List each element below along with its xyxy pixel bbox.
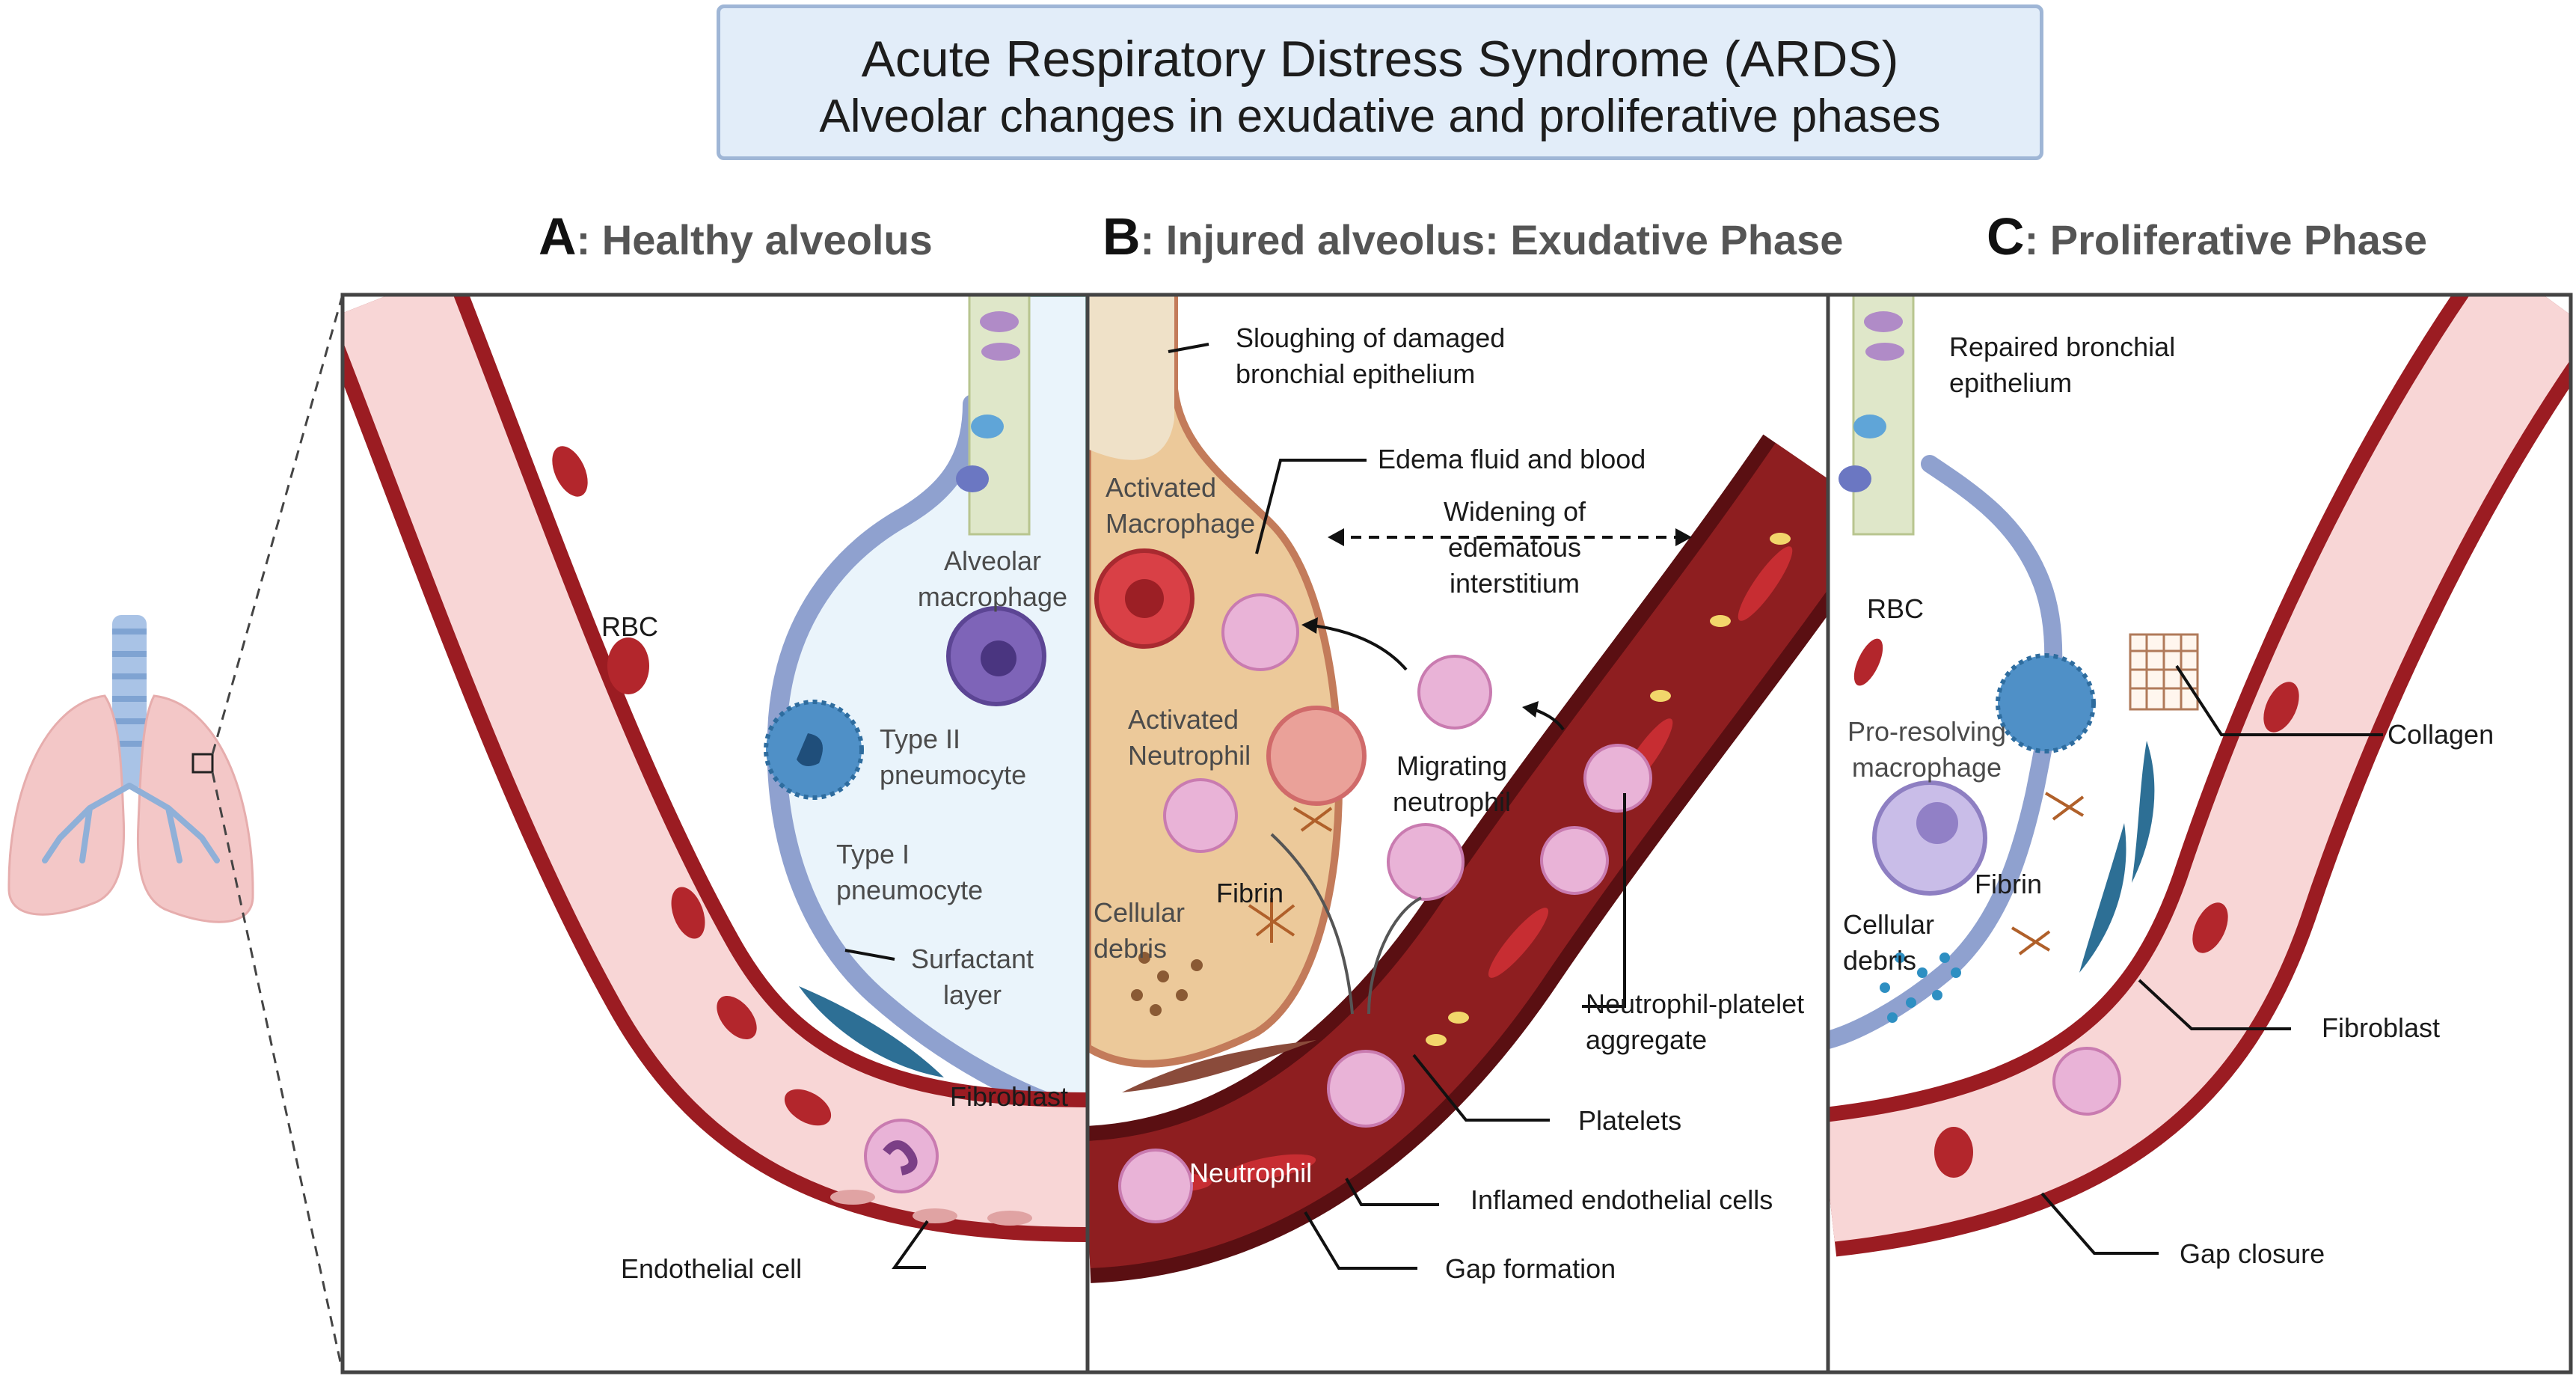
cellular-debris-c: [1880, 953, 1961, 1023]
label-widening-line2: edematous: [1447, 532, 1582, 563]
label-cellular-debris-c-line1: Cellular: [1843, 909, 1935, 940]
neutrophil-cell-a: [864, 1119, 939, 1193]
panel-frame: [340, 293, 2573, 1375]
label-sloughing-line1: Sloughing of damaged: [1236, 322, 1506, 353]
panel-c-heading: : Proliferative Phase: [2024, 216, 2428, 263]
label-alveolar-macrophage: Alveolar macrophage: [907, 543, 1079, 615]
label-migrating-line1: Migrating: [1396, 750, 1508, 781]
fibroblast-cell-a: [799, 986, 944, 1077]
label-pro-resolving-line1: Pro-resolving: [1847, 716, 2007, 747]
label-rbc-a: RBC: [601, 611, 659, 642]
leader-lines: [844, 343, 2383, 1270]
label-endothelial: Endothelial cell: [621, 1253, 803, 1284]
label-type2-line1: Type II: [880, 724, 961, 754]
label-rbc-c: RBC: [1867, 593, 1925, 624]
label-fibrin-c: Fibrin: [1975, 869, 2043, 899]
title-line-1: Acute Respiratory Distress Syndrome (ARD…: [861, 31, 1899, 88]
panel-a-title: A: Healthy alveolus: [539, 207, 933, 266]
zoom-line-top: [211, 294, 344, 755]
bronchial-epithelium-a: [956, 295, 1031, 536]
cellular-debris-b: [1131, 952, 1203, 1016]
label-act-macrophage-line2: Macrophage: [1105, 508, 1256, 539]
label-gap-formation: Gap formation: [1445, 1253, 1616, 1284]
type2-cell-c: [1996, 653, 2096, 753]
label-act-macrophage-line1: Activated: [1105, 472, 1217, 503]
panel-c-letter: C: [1987, 207, 2025, 266]
label-fibrin-b: Fibrin: [1216, 878, 1284, 908]
label-widening-line1: Widening of: [1443, 496, 1586, 527]
fibroblast-cells-c: [2079, 741, 2155, 973]
label-alveolar-macrophage-line1: Alveolar: [943, 545, 1042, 576]
label-surfactant: Surfactant layer: [898, 941, 1047, 1013]
zoom-line-bottom: [211, 771, 344, 1373]
label-np-aggregate-line1: Neutrophil-platelet: [1586, 988, 1805, 1019]
panel-a-art: [343, 295, 1088, 1242]
label-pro-resolving: Pro-resolving macrophage: [1837, 714, 2017, 786]
label-type1-line1: Type I: [836, 839, 910, 869]
rbc-cells-a: [552, 446, 832, 1126]
label-migrating: Migrating neutrophil: [1373, 748, 1530, 820]
label-cellular-debris-c-line2: debris: [1843, 945, 1917, 976]
label-cellular-debris-c: Cellular debris: [1843, 907, 1934, 979]
bronchial-epithelium-c: [1839, 295, 1915, 536]
label-gap-closure: Gap closure: [2180, 1238, 2325, 1269]
panel-b-letter: B: [1103, 207, 1141, 266]
label-act-neutrophil-line2: Neutrophil: [1128, 740, 1251, 771]
label-pro-resolving-line2: macrophage: [1851, 752, 2002, 783]
activated-neutrophil-cell: [1266, 706, 1367, 806]
fibrin-b: [1248, 807, 1333, 943]
label-surfactant-line1: Surfactant: [910, 944, 1034, 974]
label-sloughing: Sloughing of damaged bronchial epitheliu…: [1236, 320, 1505, 392]
panel-b-heading: : Injured alveolus: Exudative Phase: [1140, 216, 1844, 263]
migrating-neutrophil-cell: [1387, 823, 1465, 901]
label-sloughing-line2: bronchial epithelium: [1236, 358, 1476, 389]
label-np-aggregate-line2: aggregate: [1586, 1024, 1708, 1055]
panel-b-art: [1088, 295, 1828, 1283]
label-type2: Type II pneumocyte: [880, 721, 1026, 793]
label-fibroblast-a: Fibroblast: [950, 1081, 1069, 1112]
label-widening-line3: interstitium: [1449, 568, 1580, 599]
panel-a-heading: : Healthy alveolus: [576, 216, 933, 263]
label-cellular-debris-b-line1: Cellular: [1094, 897, 1186, 928]
label-alveolar-macrophage-line2: macrophage: [917, 581, 1068, 612]
label-platelets: Platelets: [1578, 1105, 1682, 1136]
panel-a-letter: A: [539, 207, 577, 266]
lungs-icon: [7, 615, 254, 923]
panel-c-title: C: Proliferative Phase: [1987, 207, 2427, 266]
label-collagen: Collagen: [2388, 719, 2494, 750]
label-repaired-line1: Repaired bronchial: [1949, 331, 2176, 362]
label-neutrophil-b: Neutrophil: [1189, 1158, 1313, 1188]
label-widening: Widening of edematous interstitium: [1406, 494, 1623, 602]
collagen-c: [2129, 633, 2199, 711]
label-surfactant-line2: layer: [942, 979, 1002, 1010]
label-type2-line2: pneumocyte: [880, 759, 1027, 790]
panel-c-art: [1828, 295, 2571, 1257]
label-cellular-debris-b-line2: debris: [1094, 933, 1168, 964]
label-migrating-line2: neutrophil: [1392, 786, 1512, 817]
label-act-neutrophil-line1: Activated: [1128, 704, 1239, 735]
panel-b-title: B: Injured alveolus: Exudative Phase: [1103, 207, 1843, 266]
title-line-2: Alveolar changes in exudative and prolif…: [819, 91, 1941, 142]
label-cellular-debris-b: Cellular debris: [1094, 895, 1185, 967]
label-repaired-line2: epithelium: [1949, 367, 2073, 398]
label-act-macrophage: Activated Macrophage: [1105, 470, 1255, 542]
label-act-neutrophil: Activated Neutrophil: [1128, 702, 1251, 774]
title-box: Acute Respiratory Distress Syndrome (ARD…: [717, 4, 2043, 160]
label-type1-line2: pneumocyte: [836, 875, 984, 905]
label-inflamed: Inflamed endothelial cells: [1471, 1184, 1773, 1215]
label-edema: Edema fluid and blood: [1378, 444, 1646, 474]
label-repaired: Repaired bronchial epithelium: [1949, 329, 2175, 401]
label-fibroblast-c: Fibroblast: [2322, 1012, 2441, 1043]
label-type1: Type I pneumocyte: [836, 837, 983, 908]
label-np-aggregate: Neutrophil-platelet aggregate: [1586, 986, 1804, 1058]
